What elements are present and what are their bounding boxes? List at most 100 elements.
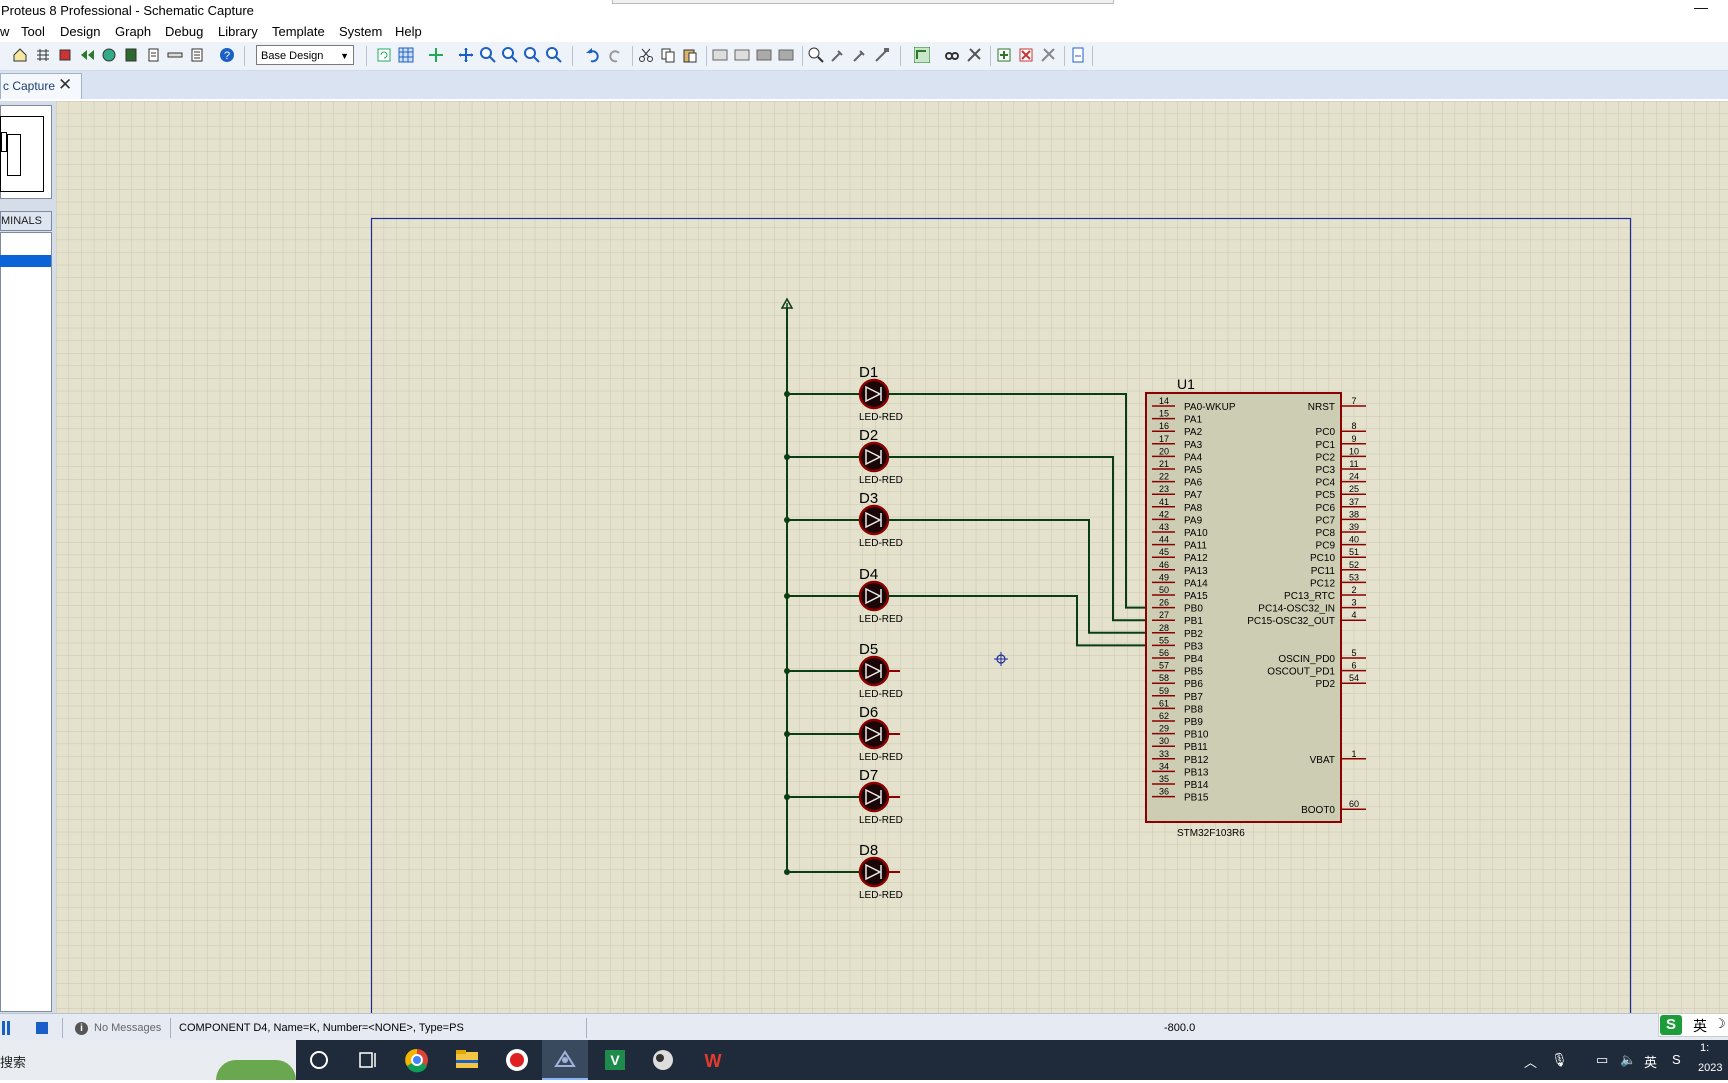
copy-icon[interactable] [660, 47, 676, 63]
menu-view[interactable]: w [0, 24, 10, 39]
mcu-pin-number: 2 [1351, 585, 1356, 595]
minimize-button[interactable]: — [1694, 0, 1708, 15]
volume-icon[interactable]: 🔈 [1620, 1052, 1637, 1067]
undo-icon[interactable] [585, 47, 601, 63]
menu-tool[interactable]: Tool [21, 24, 45, 39]
overview-window[interactable] [0, 105, 52, 199]
mcu-pin-name: PB3 [1184, 641, 1203, 652]
wire-d4-pb3[interactable] [888, 595, 1152, 647]
clock-date[interactable]: 2023 [1698, 1062, 1723, 1074]
block-move-icon[interactable] [734, 47, 750, 63]
tab-schematic-capture[interactable]: c Capture ✕ [0, 73, 82, 99]
home-icon[interactable] [12, 47, 28, 63]
refresh-icon[interactable] [376, 47, 392, 63]
zoom-in-icon[interactable] [480, 47, 496, 63]
mcu-pin-number: 14 [1159, 396, 1169, 406]
messages-status[interactable]: No Messages [94, 1022, 162, 1034]
taskbar-search-box[interactable]: 搜索 [0, 1040, 296, 1080]
menu-design[interactable]: Design [60, 24, 101, 39]
search-icon[interactable] [944, 47, 960, 63]
new-sheet-icon[interactable] [996, 47, 1012, 63]
mcu-pin-number: 7 [1351, 396, 1356, 406]
packaging-icon[interactable] [852, 47, 868, 63]
microphone-icon[interactable]: 🎙 [1551, 1052, 1568, 1067]
mcu-body[interactable] [1145, 392, 1342, 823]
pause-simulation-button[interactable] [2, 1021, 5, 1035]
bom-icon[interactable] [123, 47, 139, 63]
wire-d3-pb2[interactable] [888, 519, 1152, 634]
tray-chevron-icon[interactable]: ︿ [1524, 1055, 1538, 1070]
terminals-list-selected-item[interactable] [0, 255, 51, 267]
wire-d2-pb1[interactable] [888, 456, 1152, 622]
schematic-icon[interactable] [35, 47, 51, 63]
menu-graph[interactable]: Graph [115, 24, 152, 39]
paste-icon[interactable] [682, 47, 698, 63]
tab-close-icon[interactable]: ✕ [58, 75, 73, 94]
grid-icon[interactable] [398, 47, 414, 63]
block-delete-icon[interactable] [778, 47, 794, 63]
led-value-label: LED-RED [859, 890, 903, 901]
menu-library[interactable]: Library [218, 24, 258, 39]
document-icon[interactable] [189, 47, 205, 63]
origin-icon[interactable] [428, 47, 444, 63]
task-view-icon[interactable] [344, 1040, 390, 1080]
mcu-pin-name: PD2 [1316, 679, 1336, 690]
ime-lang-indicator[interactable]: 英 [1693, 1018, 1707, 1034]
pan-icon[interactable] [458, 47, 474, 63]
zoom-all-icon[interactable] [524, 47, 540, 63]
pcb-icon[interactable] [57, 47, 73, 63]
design-select[interactable]: Base Design▼ [256, 45, 354, 65]
zoom-area-icon[interactable] [546, 47, 562, 63]
terminals-list[interactable] [0, 232, 52, 1012]
stop-simulation-button[interactable] [36, 1022, 48, 1034]
menu-system[interactable]: System [339, 24, 383, 39]
menu-template[interactable]: Template [272, 24, 325, 39]
remove-sheet-icon[interactable] [1018, 47, 1034, 63]
wire-d1-pb0[interactable] [888, 393, 1152, 609]
file-explorer-icon[interactable] [444, 1040, 490, 1080]
network-icon[interactable]: ▭ [1596, 1052, 1609, 1067]
help-icon[interactable]: ? [219, 47, 235, 63]
cortana-icon[interactable] [296, 1040, 342, 1080]
led-ref-label: D5 [859, 641, 878, 658]
pick-device-icon[interactable] [808, 47, 824, 63]
game-icon[interactable] [640, 1040, 686, 1080]
ime-toolbar[interactable]: S 英 ☽ [1658, 1013, 1728, 1037]
menu-help[interactable]: Help [395, 24, 422, 39]
exit-to-parent-icon[interactable] [1040, 47, 1056, 63]
tray-lang[interactable]: 英 [1644, 1055, 1658, 1070]
notes-icon[interactable] [145, 47, 161, 63]
vscode-icon[interactable]: V [592, 1040, 638, 1080]
ruler-icon[interactable] [167, 47, 183, 63]
zoom-out-icon[interactable] [502, 47, 518, 63]
chrome-icon[interactable] [394, 1040, 440, 1080]
sogou-tray-icon[interactable]: S [1672, 1052, 1681, 1067]
gerber-icon[interactable] [101, 47, 117, 63]
3d-icon[interactable] [79, 47, 95, 63]
recorder-icon[interactable] [494, 1040, 540, 1080]
schematic-canvas[interactable]: D1LED-REDD2LED-REDD3LED-REDD4LED-REDD5LE… [56, 101, 1728, 1013]
led-triangle [865, 385, 882, 403]
bom-report-icon[interactable] [1070, 47, 1086, 63]
property-tool-icon[interactable] [966, 47, 982, 63]
proteus-icon[interactable] [542, 1040, 588, 1080]
wps-icon[interactable]: W [690, 1040, 736, 1080]
menu-debug[interactable]: Debug [165, 24, 204, 39]
block-copy-icon[interactable] [712, 47, 728, 63]
moon-icon[interactable]: ☽ [1714, 1016, 1726, 1031]
cut-icon[interactable] [638, 47, 654, 63]
block-rotate-icon[interactable] [756, 47, 772, 63]
wire-autorouter-icon[interactable] [914, 47, 930, 63]
decompose-icon[interactable] [874, 47, 890, 63]
clock-time[interactable]: 1: [1700, 1042, 1710, 1054]
make-device-icon[interactable] [830, 47, 846, 63]
redo-icon[interactable] [607, 47, 623, 63]
junction-dot [784, 668, 790, 674]
